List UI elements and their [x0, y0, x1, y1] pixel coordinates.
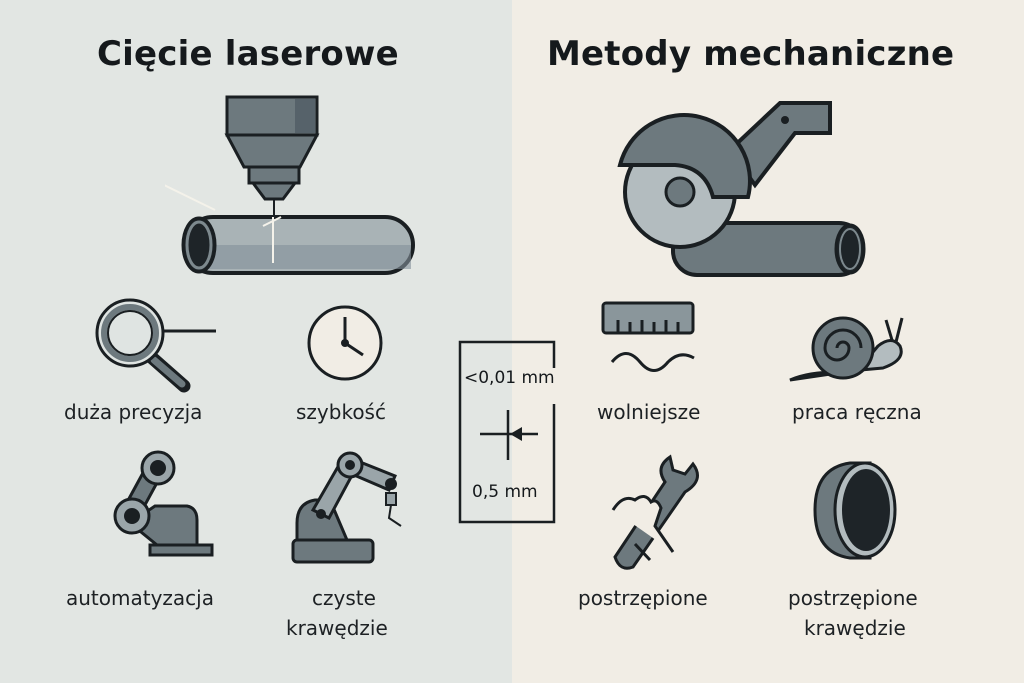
feature-label-jagged-edges-2: krawędzie: [804, 616, 906, 640]
feature-label-clean-edges-1: czyste: [312, 586, 376, 610]
mechanical-value: 0,5 mm: [472, 482, 538, 502]
laser-nozzle-cutting-pipe-icon: [165, 95, 415, 275]
feature-label-manual-work: praca ręczna: [792, 400, 922, 424]
precision-value: <0,01 mm: [464, 368, 555, 388]
robot-arm-icon: [113, 450, 214, 557]
clock-icon: [307, 305, 383, 381]
laser-title: Cięcie laserowe: [97, 34, 399, 74]
feature-label-jagged: postrzępione: [578, 586, 708, 610]
magnifying-glass-icon: [95, 298, 216, 393]
feature-label-precision: duża precyzja: [64, 400, 203, 424]
industrial-robot-icon: [291, 451, 402, 564]
feature-label-clean-edges-2: krawędzie: [286, 616, 388, 640]
feature-label-slower: wolniejsze: [597, 400, 701, 424]
hand-wrench-icon: [611, 454, 699, 570]
circular-saw-cutting-pipe-icon: [617, 101, 866, 277]
mechanical-title: Metody mechaniczne: [547, 34, 955, 74]
feature-label-jagged-edges-1: postrzępione: [788, 586, 918, 610]
snail-icon: [789, 316, 904, 382]
feature-label-speed: szybkość: [296, 400, 386, 424]
pipe-end-icon: [813, 461, 897, 560]
ruler-wave-icon: [601, 301, 695, 372]
feature-label-automation: automatyzacja: [66, 586, 214, 610]
kerf-width-measure-icon: [458, 340, 556, 524]
